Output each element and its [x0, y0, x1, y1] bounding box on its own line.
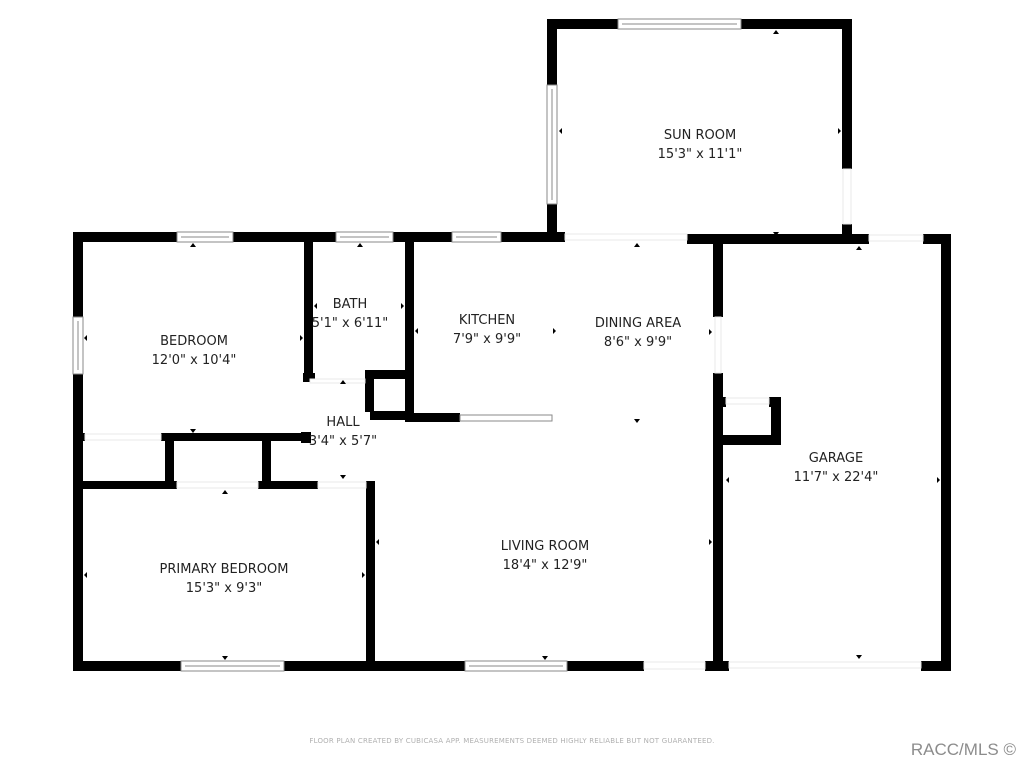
- room-label-bath: BATH 5'1" x 6'11": [312, 295, 388, 333]
- room-name: LIVING ROOM: [500, 539, 590, 554]
- sun-room-walls: [547, 19, 852, 241]
- house-walls: [73, 232, 951, 671]
- room-dimensions: 15'3" x 11'1": [657, 147, 743, 162]
- room-label-living-room: LIVING ROOM 18'4" x 12'9": [501, 537, 589, 575]
- room-name: KITCHEN: [458, 313, 516, 328]
- room-label-primary-bedroom: PRIMARY BEDROOM 15'3" x 9'3": [160, 560, 289, 598]
- house-windows-and-openings: [72, 231, 924, 672]
- room-dimensions: 8'6" x 9'9": [603, 335, 673, 350]
- sun-room-windows: [546, 18, 852, 225]
- room-name: PRIMARY BEDROOM: [159, 562, 289, 577]
- room-dimensions: 18'4" x 12'9": [502, 558, 588, 573]
- room-label-bedroom: BEDROOM 12'0" x 10'4": [152, 332, 237, 370]
- room-dimensions: 15'3" x 9'3": [185, 581, 263, 596]
- room-dimensions: 3'4" x 5'7": [308, 434, 378, 449]
- room-name: SUN ROOM: [663, 128, 737, 143]
- room-name: BATH: [332, 297, 368, 312]
- room-name: BEDROOM: [160, 334, 228, 349]
- room-name: HALL: [326, 415, 360, 430]
- room-label-hall: HALL 3'4" x 5'7": [309, 413, 377, 451]
- room-dimensions: 7'9" x 9'9": [452, 332, 522, 347]
- room-dimensions: 12'0" x 10'4": [151, 353, 237, 368]
- room-label-garage: GARAGE 11'7" x 22'4": [794, 449, 879, 487]
- room-name: GARAGE: [808, 451, 864, 466]
- floor-plan-disclaimer: FLOOR PLAN CREATED BY CUBICASA APP. MEAS…: [309, 737, 715, 745]
- mls-watermark: RACC/MLS ©: [910, 740, 1016, 759]
- room-dimensions: 5'1" x 6'11": [311, 316, 389, 331]
- room-label-kitchen: KITCHEN 7'9" x 9'9": [453, 311, 521, 349]
- room-name: DINING AREA: [594, 316, 682, 331]
- room-label-dining-area: DINING AREA 8'6" x 9'9": [595, 314, 681, 352]
- dimension-ticks: [84, 30, 940, 660]
- room-label-sun-room: SUN ROOM 15'3" x 11'1": [658, 126, 743, 164]
- room-dimensions: 11'7" x 22'4": [793, 470, 879, 485]
